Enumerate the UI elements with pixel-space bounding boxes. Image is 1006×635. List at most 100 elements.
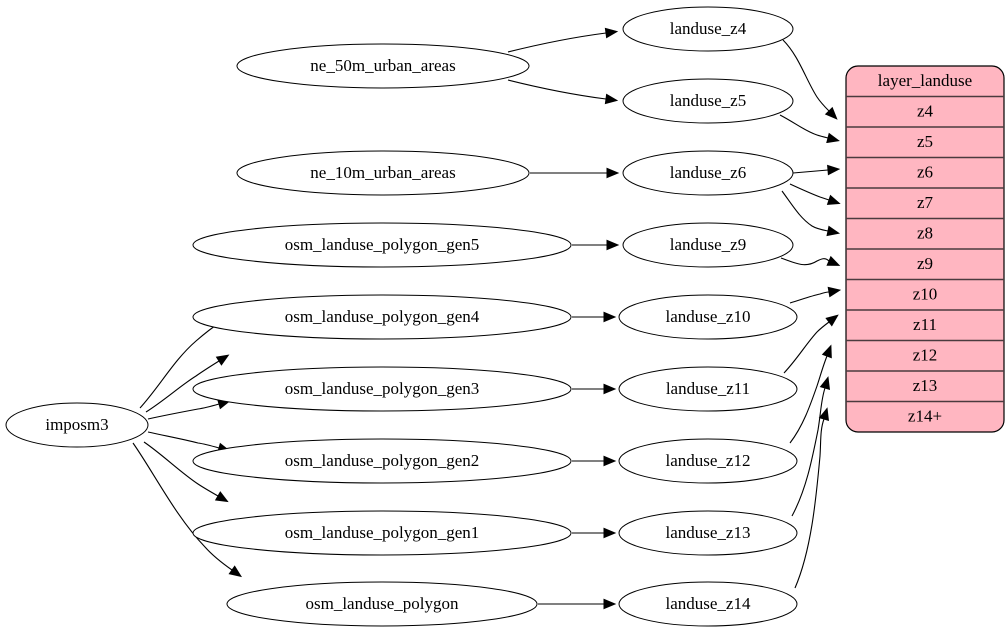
table-row-z11[interactable]: z11 [846, 310, 1004, 341]
edge-ne_50m_urban_areas-to-landuse_z5 [507, 79, 619, 105]
node-landuse_z14[interactable]: landuse_z14 [618, 581, 798, 627]
edge-arrowhead [826, 132, 840, 144]
node-landuse_z13[interactable]: landuse_z13 [618, 510, 798, 556]
node-shape [226, 581, 538, 627]
edge-ne_10m_urban_areas-to-landuse_z6 [530, 167, 620, 179]
edge-line [779, 114, 829, 139]
node-shape [618, 438, 798, 484]
edge-arrowhead [603, 383, 617, 395]
node-label: osm_landuse_polygon_gen1 [285, 523, 480, 542]
table-row-z10[interactable]: z10 [846, 280, 1004, 311]
node-label: landuse_z11 [666, 379, 750, 398]
node-label: landuse_z9 [670, 235, 746, 254]
node-osm_landuse_polygon[interactable]: osm_landuse_polygon [226, 581, 538, 627]
table-row-z13[interactable]: z13 [846, 371, 1004, 402]
node-landuse_z5[interactable]: landuse_z5 [622, 78, 794, 124]
edge-osm_landuse_polygon_gen2-to-landuse_z12 [572, 455, 617, 467]
edge-landuse_z4-to-z4 [782, 39, 838, 120]
table-row-z6[interactable]: z6 [846, 158, 1004, 189]
edge-imposm3-to-osm_landuse_polygon_gen4 [145, 354, 230, 413]
node-ne_50m_urban_areas[interactable]: ne_50m_urban_areas [236, 43, 530, 89]
node-shape [192, 510, 572, 556]
table-row-label: z14+ [908, 407, 942, 426]
edge-line [507, 32, 607, 53]
table-row-label: z12 [913, 346, 938, 365]
edge-landuse_z11-to-z11 [783, 314, 839, 374]
node-shape [618, 510, 798, 556]
node-shape [622, 6, 794, 52]
nodes-layer: imposm3 ne_50m_urban_areas ne_10m_urban_ar… [5, 6, 798, 627]
edge-line [780, 257, 830, 266]
edge-line [789, 183, 830, 201]
edge-osm_landuse_polygon_gen1-to-landuse_z13 [572, 527, 617, 539]
node-label: osm_landuse_polygon_gen4 [285, 307, 480, 326]
node-landuse_z10[interactable]: landuse_z10 [618, 294, 798, 340]
node-osm_landuse_polygon_gen2[interactable]: osm_landuse_polygon_gen2 [192, 438, 572, 484]
edge-arrowhead [825, 314, 839, 327]
edge-landuse_z5-to-z5 [779, 114, 840, 144]
table-row-z14+[interactable]: z14+ [846, 402, 1004, 433]
edge-arrowhead [819, 376, 831, 390]
node-label: osm_landuse_polygon_gen5 [285, 235, 480, 254]
table-row-z8[interactable]: z8 [846, 219, 1004, 250]
edge-arrowhead [228, 565, 243, 578]
node-shape [236, 43, 530, 89]
node-osm_landuse_polygon_gen3[interactable]: osm_landuse_polygon_gen3 [192, 366, 572, 412]
edge-osm_landuse_polygon_gen3-to-landuse_z11 [572, 383, 617, 395]
node-landuse_z9[interactable]: landuse_z9 [622, 222, 794, 268]
table-row-z9[interactable]: z9 [846, 249, 1004, 280]
table-row-label: z11 [913, 315, 937, 334]
edge-landuse_z6-to-z8 [781, 190, 841, 237]
table-header-label: layer_landuse [878, 71, 972, 90]
node-shape [618, 366, 798, 412]
node-label: landuse_z4 [670, 19, 747, 38]
edge-arrowhead [606, 239, 620, 251]
table-row-z12[interactable]: z12 [846, 341, 1004, 372]
node-label: ne_50m_urban_areas [310, 56, 455, 75]
edge-landuse_z13-to-z13 [791, 376, 831, 517]
table-row-label: z9 [917, 254, 933, 273]
edge-landuse_z10-to-z10 [789, 286, 842, 304]
table-row-label: z7 [917, 193, 934, 212]
edge-line [143, 441, 219, 497]
node-ne_10m_urban_areas[interactable]: ne_10m_urban_areas [236, 150, 530, 196]
edge-line [794, 418, 825, 589]
edge-arrowhead [603, 455, 617, 467]
node-landuse_z4[interactable]: landuse_z4 [622, 6, 794, 52]
node-label: imposm3 [45, 415, 108, 434]
node-shape [622, 78, 794, 124]
edge-line [507, 79, 607, 100]
edge-arrowhead [214, 491, 229, 503]
table-row-label: z10 [913, 285, 938, 304]
node-osm_landuse_polygon_gen5[interactable]: osm_landuse_polygon_gen5 [192, 222, 572, 268]
node-landuse_z12[interactable]: landuse_z12 [618, 438, 798, 484]
edge-line [792, 169, 829, 174]
node-label: landuse_z5 [670, 91, 746, 110]
edge-osm_landuse_polygon-to-landuse_z14 [538, 598, 617, 610]
node-shape [618, 294, 798, 340]
edge-arrowhead [827, 286, 842, 298]
node-landuse_z11[interactable]: landuse_z11 [618, 366, 798, 412]
node-label: landuse_z13 [666, 523, 751, 542]
edge-landuse_z14-to-z14+ [794, 407, 830, 589]
table-row-z7[interactable]: z7 [846, 188, 1004, 219]
edge-arrowhead [603, 311, 617, 323]
node-label: landuse_z14 [666, 594, 751, 613]
edge-line [781, 190, 829, 232]
node-osm_landuse_polygon_gen1[interactable]: osm_landuse_polygon_gen1 [192, 510, 572, 556]
node-shape [192, 366, 572, 412]
node-osm_landuse_polygon_gen4[interactable]: osm_landuse_polygon_gen4 [192, 294, 572, 340]
edge-line [145, 360, 220, 413]
edge-arrowhead [215, 354, 230, 366]
node-imposm3[interactable]: imposm3 [5, 402, 149, 448]
edge-landuse_z6-to-z7 [789, 183, 841, 205]
edge-arrowhead [603, 527, 617, 539]
node-shape [5, 402, 149, 448]
edge-ne_50m_urban_areas-to-landuse_z4 [507, 27, 619, 53]
node-landuse_z6[interactable]: landuse_z6 [622, 150, 794, 196]
table-row-z5[interactable]: z5 [846, 127, 1004, 158]
edge-line [147, 403, 220, 420]
node-shape [622, 150, 794, 196]
table-row-z4[interactable]: z4 [846, 97, 1004, 128]
